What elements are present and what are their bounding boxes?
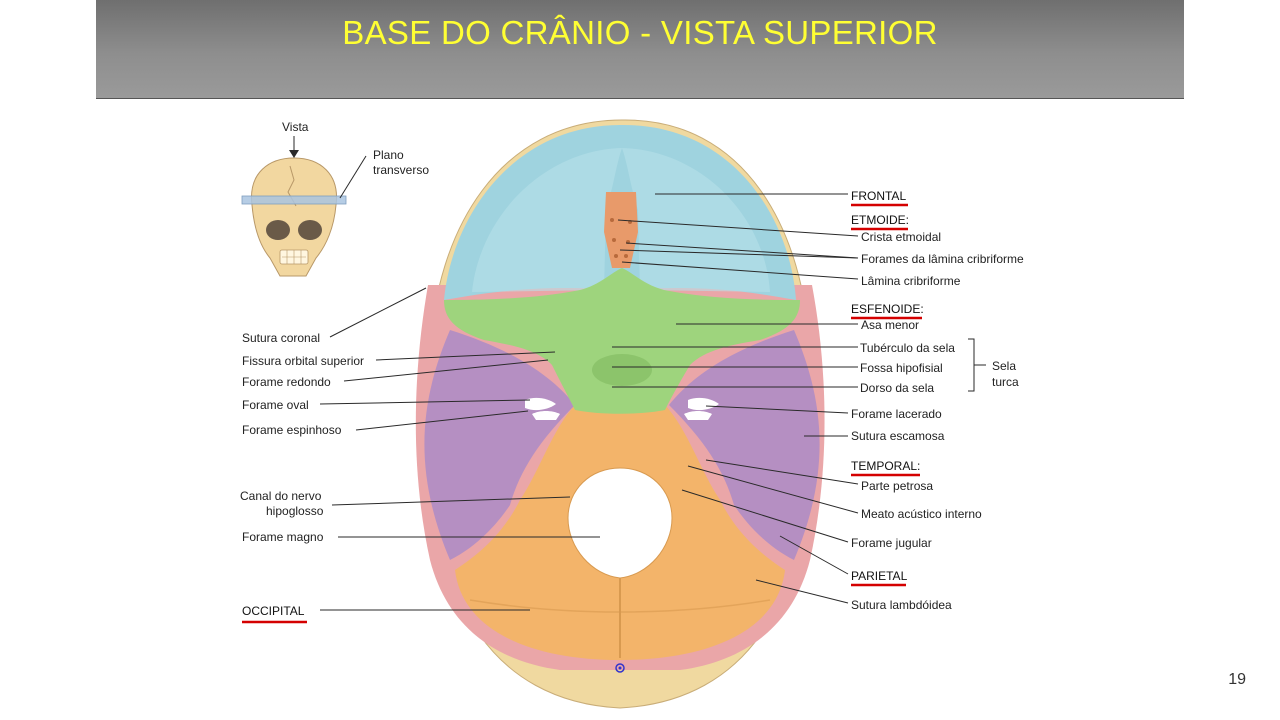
label-occipital: OCCIPITAL (242, 604, 305, 618)
inset-plane-label-1: Plano (373, 148, 404, 162)
label-sutura-coronal: Sutura coronal (242, 331, 320, 345)
label-sutura-lambdoidea: Sutura lambdóidea (851, 598, 952, 612)
label-meato-acustico: Meato acústico interno (861, 507, 982, 521)
label-frontal: FRONTAL (851, 189, 906, 203)
label-forame-redondo: Forame redondo (242, 375, 331, 389)
title-bar: BASE DO CRÂNIO - VISTA SUPERIOR (96, 0, 1184, 99)
label-parietal: PARIETAL (851, 569, 908, 583)
inset-view-label: Vista (282, 120, 309, 134)
left-labels: Sutura coronal Fissura orbital superior … (240, 287, 600, 624)
label-sela-2: turca (992, 375, 1019, 389)
inset-skull-icon (251, 157, 337, 277)
label-sutura-escamosa: Sutura escamosa (851, 429, 945, 443)
label-sela-1: Sela (992, 359, 1016, 373)
skull-base-illustration (415, 119, 825, 709)
right-labels: FRONTAL ETMOIDE: Crista etmoidal Forames… (612, 189, 1024, 612)
temporal-bone-left (424, 330, 575, 560)
inset-plane-label-2: transverso (373, 163, 429, 177)
label-lamina-cribriforme: Lâmina cribriforme (861, 274, 961, 288)
page-number: 19 (1228, 671, 1246, 688)
transverse-plane (241, 195, 347, 205)
label-fossa-hipofisial: Fossa hipofisial (860, 361, 943, 375)
label-temporal: TEMPORAL: (851, 459, 920, 473)
label-etmoide: ETMOIDE: (851, 213, 909, 227)
view-arrow-icon (289, 150, 299, 158)
page-title: BASE DO CRÂNIO - VISTA SUPERIOR (342, 14, 938, 51)
label-forame-lacerado: Forame lacerado (851, 407, 942, 421)
label-canal-nervo-2: hipoglosso (266, 504, 324, 518)
ethmoid-bone (604, 192, 638, 268)
label-forames-lamina: Forames da lâmina cribriforme (861, 252, 1024, 266)
label-forame-jugular: Forame jugular (851, 536, 932, 550)
label-crista-etmoidal: Crista etmoidal (861, 230, 941, 244)
label-forame-oval: Forame oval (242, 398, 309, 412)
label-fissura-orbital-superior: Fissura orbital superior (242, 354, 364, 368)
label-asa-menor: Asa menor (861, 318, 919, 332)
label-tuberculo-sela: Tubérculo da sela (860, 341, 955, 355)
label-esfenoide: ESFENOIDE: (851, 302, 924, 316)
label-forame-magno: Forame magno (242, 530, 324, 544)
sphenoid-bone (444, 268, 800, 414)
label-parte-petrosa: Parte petrosa (861, 479, 933, 493)
label-forame-espinhoso: Forame espinhoso (242, 423, 342, 437)
inset-skull-illustration: Vista Plano transverso (241, 120, 429, 277)
label-canal-nervo-1: Canal do nervo (240, 489, 322, 503)
label-dorso-sela: Dorso da sela (860, 381, 934, 395)
